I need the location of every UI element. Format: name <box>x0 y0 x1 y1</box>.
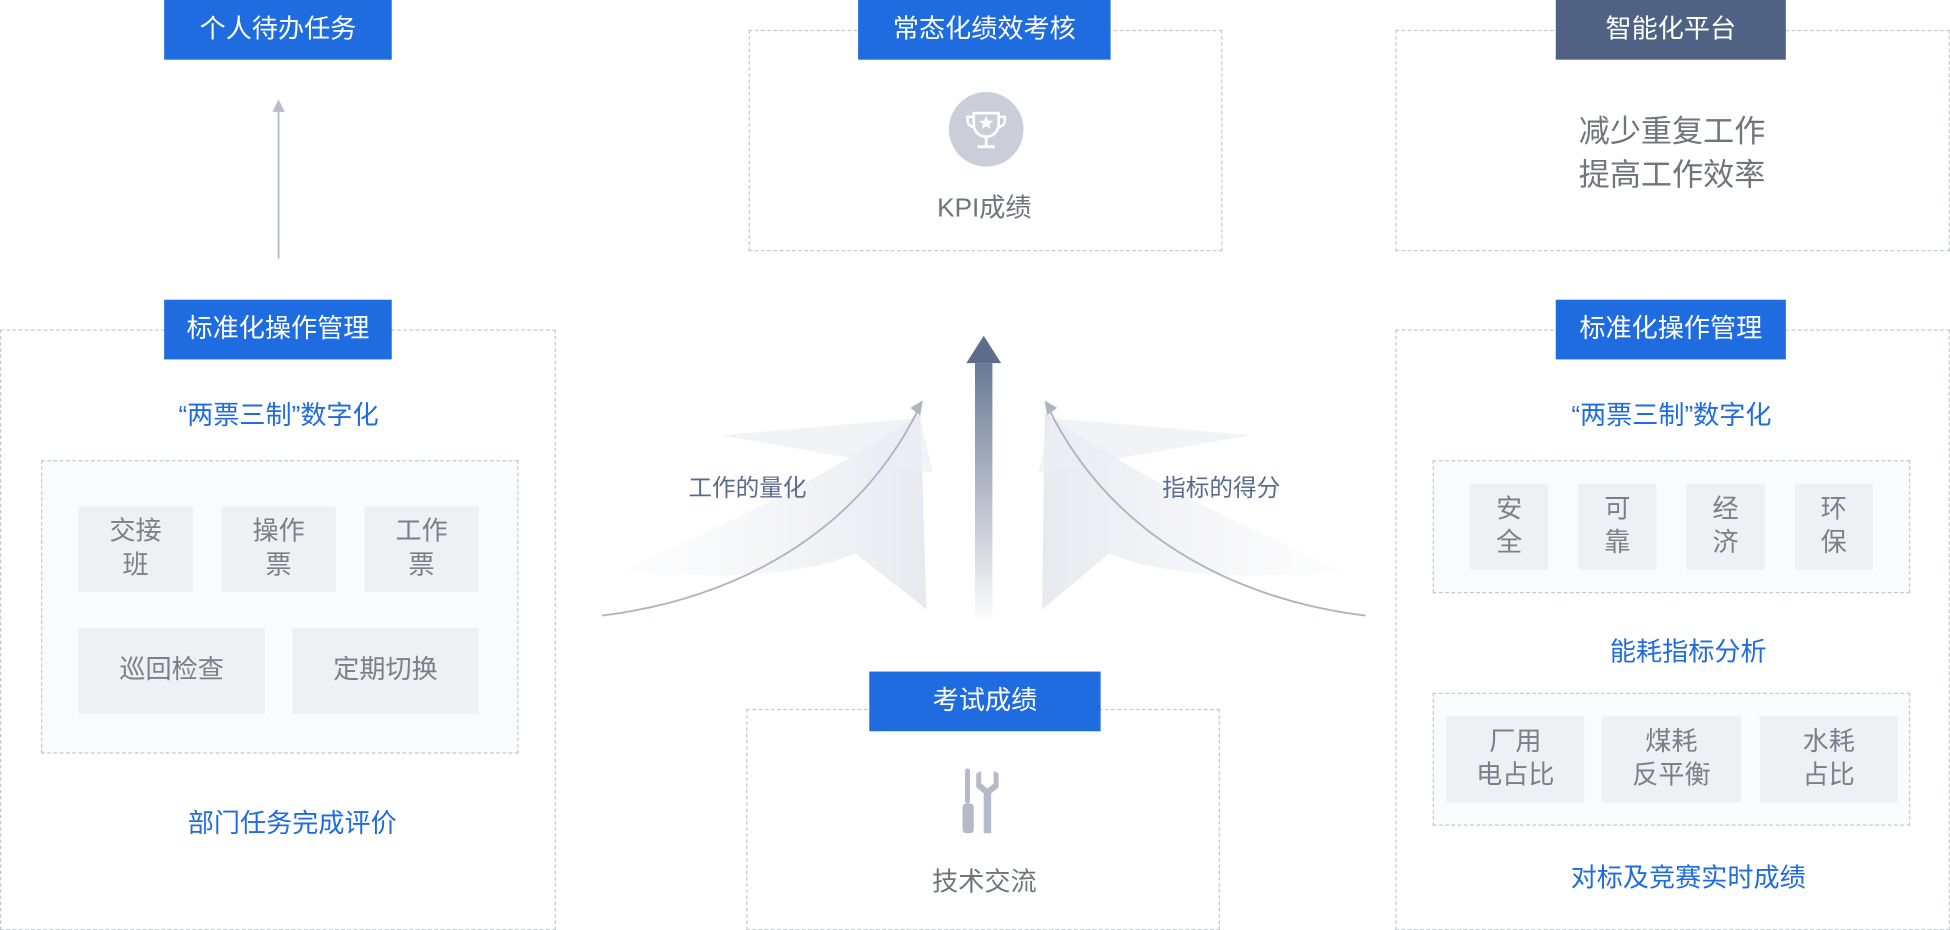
left-top-header: 个人待办任务 <box>164 0 392 60</box>
cell-plant-power: 厂用 电占比 <box>1446 716 1585 803</box>
cell-patrol-inspection: 巡回检查 <box>78 628 265 714</box>
cell-handover: 交接 班 <box>78 506 193 592</box>
energy-title: 能耗指标分析 <box>1609 637 1767 667</box>
right-footer: 对标及竞赛实时成绩 <box>1570 864 1806 893</box>
cell-coal-consumption: 煤耗 反平衡 <box>1601 716 1742 803</box>
trophy-icon <box>948 92 1024 167</box>
cell-periodic-switch: 定期切换 <box>292 628 479 714</box>
right-arrow-label: 指标的得分 <box>1162 476 1281 503</box>
cell-reliability: 可 靠 <box>1578 483 1657 570</box>
benefit-line-1: 减少重复工作 <box>1578 114 1766 150</box>
right-subtitle: “两票三制”数字化 <box>1571 401 1772 431</box>
left-subtitle: “两票三制”数字化 <box>178 401 379 431</box>
left-mid-header: 标准化操作管理 <box>164 299 392 360</box>
right-mid-header: 标准化操作管理 <box>1555 299 1786 360</box>
left-arrow-label: 工作的量化 <box>688 476 807 503</box>
cell-work-ticket: 工作 票 <box>364 506 479 592</box>
right-top-header: 智能化平台 <box>1555 0 1786 60</box>
cell-safety: 安 全 <box>1469 483 1549 570</box>
benefit-line-2: 提高工作效率 <box>1578 157 1766 193</box>
center-top-header: 常态化绩效考核 <box>858 0 1111 60</box>
center-bottom-header: 考试成绩 <box>869 671 1101 732</box>
cell-environment: 环 保 <box>1794 483 1873 570</box>
cell-economy: 经 济 <box>1686 483 1765 570</box>
kpi-label: KPI成绩 <box>937 194 1032 223</box>
tools-icon <box>962 768 999 834</box>
center-arrows-graphic <box>601 335 1366 625</box>
tech-exchange-label: 技术交流 <box>932 868 1037 897</box>
cell-operation-ticket: 操作 票 <box>221 506 336 592</box>
left-footer: 部门任务完成评价 <box>187 809 397 839</box>
up-arrow-left <box>272 99 285 259</box>
cell-water-consumption: 水耗 占比 <box>1759 716 1898 803</box>
